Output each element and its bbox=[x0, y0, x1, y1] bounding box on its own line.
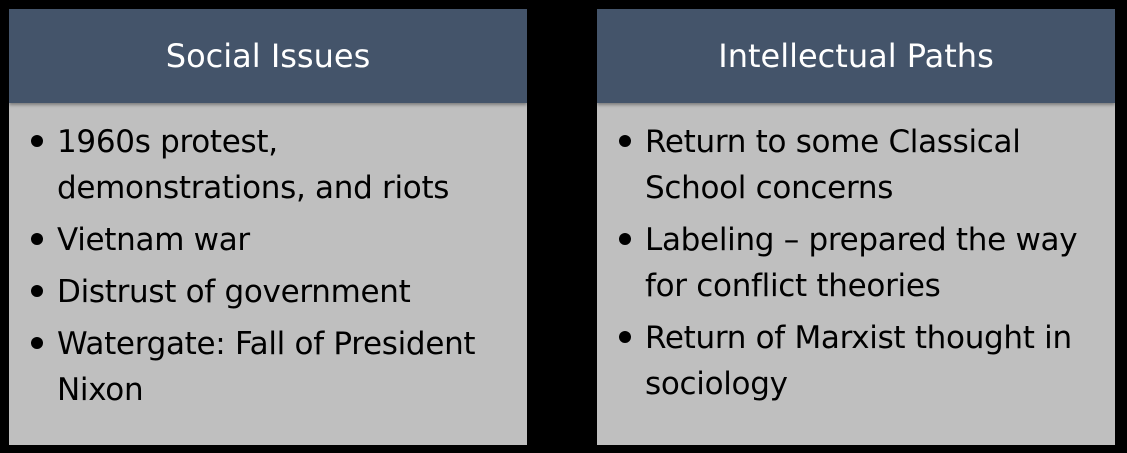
bullet-dot-icon bbox=[31, 233, 43, 245]
bullet-dot-icon bbox=[31, 285, 43, 297]
list-item-text: Vietnam war bbox=[57, 222, 250, 258]
intellectual-paths-panel: Intellectual Paths Return to some Classi… bbox=[597, 9, 1115, 445]
list-item-text: Return to some Classical School concerns bbox=[645, 124, 1021, 206]
bullet-dot-icon bbox=[31, 337, 43, 349]
list-item-text: 1960s protest, demonstrations, and riots bbox=[57, 124, 450, 206]
list-item-text: Return of Marxist thought in sociology bbox=[645, 320, 1072, 402]
list-item-text: Distrust of government bbox=[57, 274, 411, 310]
social-issues-panel: Social Issues 1960s protest, demonstrati… bbox=[9, 9, 527, 445]
intellectual-paths-body: Return to some Classical School concerns… bbox=[597, 103, 1115, 407]
social-issues-list: 1960s protest, demonstrations, and riots… bbox=[31, 119, 513, 413]
intellectual-paths-title: Intellectual Paths bbox=[597, 9, 1115, 103]
intellectual-paths-list: Return to some Classical School concerns… bbox=[619, 119, 1101, 407]
list-item: Return to some Classical School concerns bbox=[619, 119, 1101, 211]
list-item: Labeling – prepared the way for conflict… bbox=[619, 217, 1101, 309]
bullet-dot-icon bbox=[619, 233, 631, 245]
list-item: Vietnam war bbox=[31, 217, 513, 263]
social-issues-title: Social Issues bbox=[9, 9, 527, 103]
list-item: Distrust of government bbox=[31, 269, 513, 315]
list-item-text: Labeling – prepared the way for conflict… bbox=[645, 222, 1078, 304]
bullet-dot-icon bbox=[31, 135, 43, 147]
social-issues-body: 1960s protest, demonstrations, and riots… bbox=[9, 103, 527, 413]
list-item-text: Watergate: Fall of President Nixon bbox=[57, 326, 476, 408]
list-item: Return of Marxist thought in sociology bbox=[619, 315, 1101, 407]
bullet-dot-icon bbox=[619, 135, 631, 147]
bullet-dot-icon bbox=[619, 331, 631, 343]
list-item: 1960s protest, demonstrations, and riots bbox=[31, 119, 513, 211]
list-item: Watergate: Fall of President Nixon bbox=[31, 321, 513, 413]
